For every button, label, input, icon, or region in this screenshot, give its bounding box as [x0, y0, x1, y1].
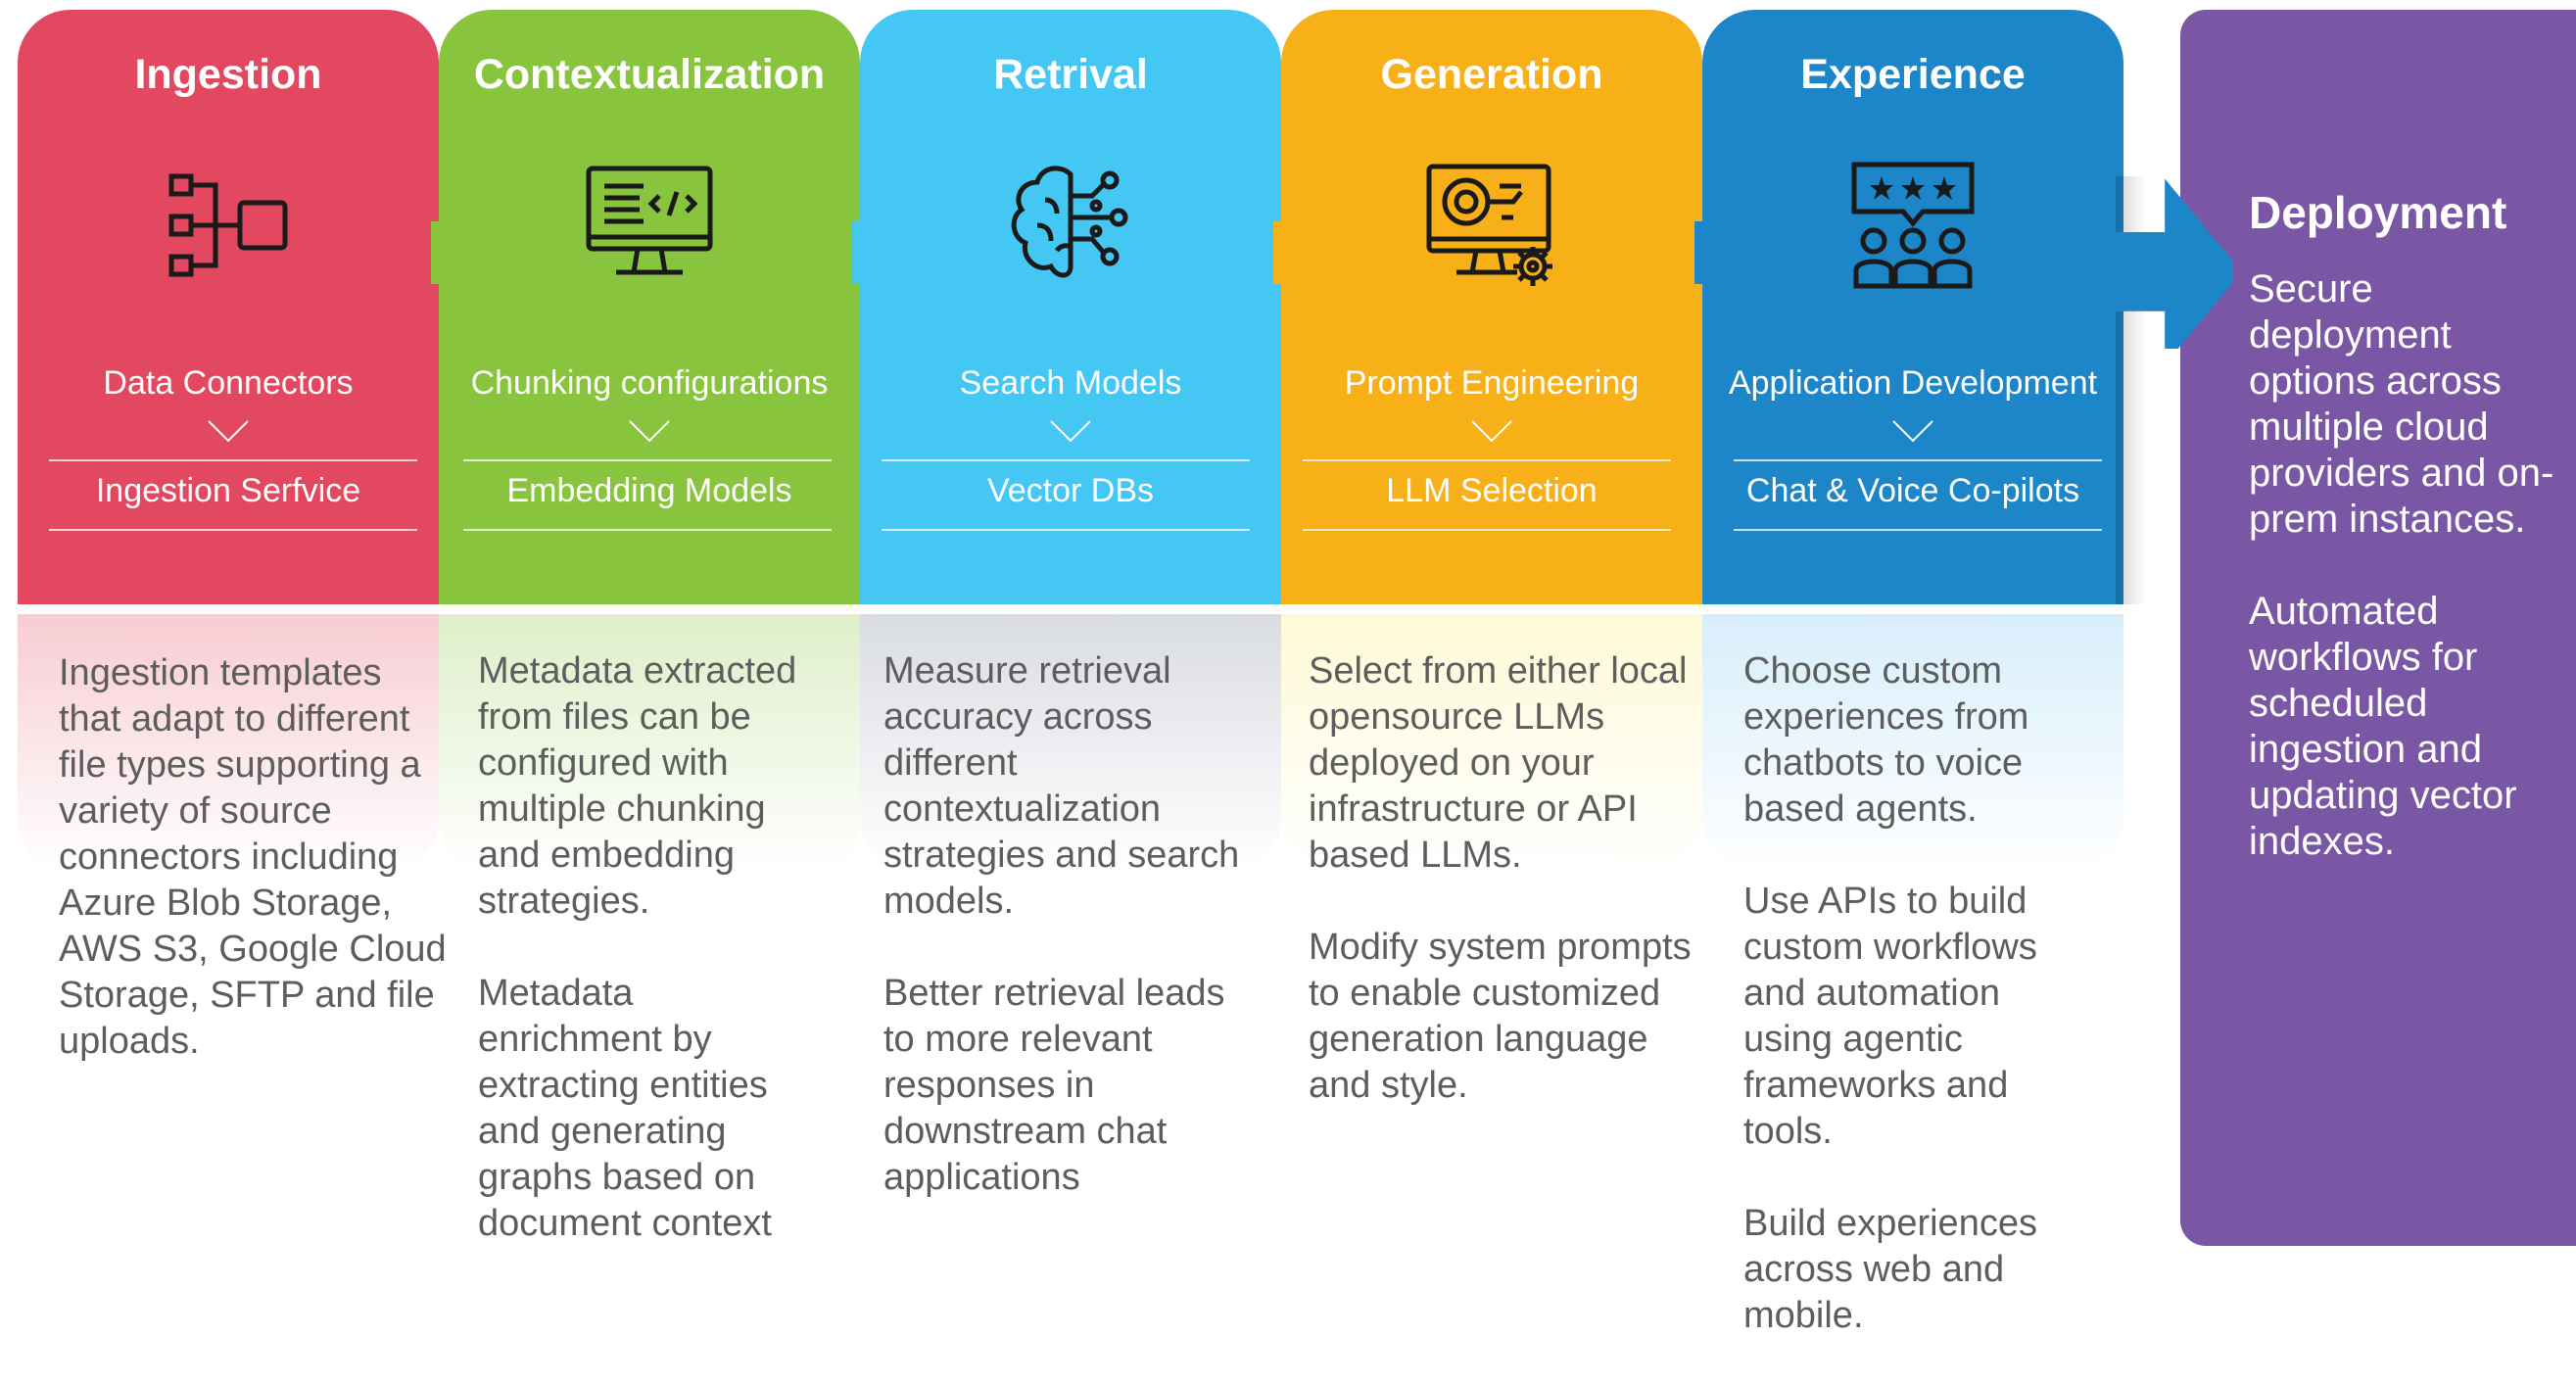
chevron-down-icon	[629, 420, 670, 443]
stage-description-experience: Choose custom experiences from chatbots …	[1743, 648, 2096, 1385]
deployment-body: Secure deployment options across multipl…	[2249, 266, 2572, 911]
arrow-right-icon	[1273, 182, 1379, 323]
chevron-down-icon	[1050, 420, 1091, 443]
stage-subtitle-1: Search Models	[959, 364, 1182, 402]
deployment-paragraph: Automated workflows for scheduled ingest…	[2249, 590, 2517, 863]
stage-subtitle-2: Vector DBs	[986, 472, 1155, 509]
stage-subtitle-1: Data Connectors	[103, 364, 354, 402]
stage-title: Retrival	[993, 51, 1148, 98]
stage-fade	[1702, 614, 2123, 872]
deployment-paragraph: Secure deployment options across multipl…	[2249, 267, 2554, 541]
stage-subtitle-2: LLM Selection	[1386, 472, 1598, 509]
description-paragraph: Measure retrieval accuracy across differ…	[883, 650, 1240, 922]
description-paragraph: Modify system prompts to enable customiz…	[1309, 927, 1692, 1106]
stage-description-retrival: Measure retrieval accuracy across differ…	[883, 648, 1246, 1247]
description-paragraph: Choose custom experiences from chatbots …	[1743, 650, 2029, 830]
arrow-right-icon	[2116, 178, 2233, 349]
stage-generation: Generation Prompt Engineering LLM Select…	[1281, 10, 1702, 872]
code-monitor-icon	[586, 166, 713, 275]
arrow-right-icon	[852, 182, 958, 323]
description-paragraph: Use APIs to build custom workflows and a…	[1743, 881, 2037, 1152]
divider	[1734, 459, 2102, 461]
divider	[882, 529, 1250, 531]
description-paragraph: Metadata enrichment by extracting entiti…	[478, 973, 772, 1244]
divider	[1303, 459, 1671, 461]
stage-header	[439, 10, 860, 604]
divider	[1734, 529, 2102, 531]
description-paragraph: Ingestion templates that adapt to differ…	[59, 652, 447, 1062]
rating-group-icon	[1851, 162, 1975, 289]
stage-fade	[860, 614, 1281, 872]
stage-description-ingestion: Ingestion templates that adapt to differ…	[59, 650, 451, 1111]
stage-subtitle-1: Chunking configurations	[470, 364, 829, 402]
chevron-down-icon	[208, 420, 249, 443]
connector-node-icon	[168, 173, 288, 277]
description-paragraph: Select from either local opensource LLMs…	[1309, 650, 1688, 876]
stage-fade	[439, 614, 860, 872]
stage-experience: Experience Application Development Chat …	[1702, 10, 2123, 872]
monitor-gear-icon	[1426, 164, 1552, 286]
arrow-right-icon	[431, 182, 537, 323]
stage-subtitle-1: Application Development	[1728, 364, 2098, 402]
stage-title: Ingestion	[134, 51, 322, 98]
stage-fade	[1281, 614, 1702, 872]
chevron-down-icon	[1471, 420, 1512, 443]
deployment-title: Deployment	[2249, 187, 2507, 238]
description-paragraph: Build experiences across web and mobile.	[1743, 1203, 2037, 1336]
stage-title: Generation	[1380, 51, 1603, 98]
stage-header	[1702, 10, 2123, 604]
stage-header	[18, 10, 439, 604]
deployment-panel: Deployment Secure deployment options acr…	[2180, 10, 2576, 1246]
divider	[49, 459, 417, 461]
stage-subtitle-2: Ingestion Serfvice	[95, 472, 361, 509]
stage-subtitle-1: Prompt Engineering	[1344, 364, 1640, 402]
divider	[49, 529, 417, 531]
divider	[1303, 529, 1671, 531]
description-paragraph: Better retrieval leads to more relevant …	[883, 973, 1225, 1198]
stage-title: Contextualization	[473, 51, 826, 98]
stage-header	[1281, 10, 1702, 604]
stage-subtitle-2: Chat & Voice Co-pilots	[1745, 472, 2080, 509]
stage-subtitle-2: Embedding Models	[506, 472, 792, 509]
divider	[882, 459, 1250, 461]
divider	[463, 459, 832, 461]
stage-title: Experience	[1800, 51, 2026, 98]
stage-description-contextualization: Metadata extracted from files can be con…	[478, 648, 811, 1293]
chevron-down-icon	[1892, 420, 1933, 443]
stage-fade	[18, 614, 439, 872]
description-paragraph: Metadata extracted from files can be con…	[478, 650, 797, 922]
stage-header	[860, 10, 1281, 604]
brain-circuit-icon	[1011, 166, 1128, 278]
arrow-right-icon	[1694, 182, 1800, 323]
stage-description-generation: Select from either local opensource LLMs…	[1309, 648, 1693, 1155]
stage-retrival: Retrival Search Models Vector DBs	[860, 10, 1281, 872]
stage-contextualization: Contextualization Chunking configuration…	[439, 10, 860, 872]
stage-ingestion: Ingestion Data Connectors Ingestion Serf…	[18, 10, 439, 872]
divider	[463, 529, 832, 531]
